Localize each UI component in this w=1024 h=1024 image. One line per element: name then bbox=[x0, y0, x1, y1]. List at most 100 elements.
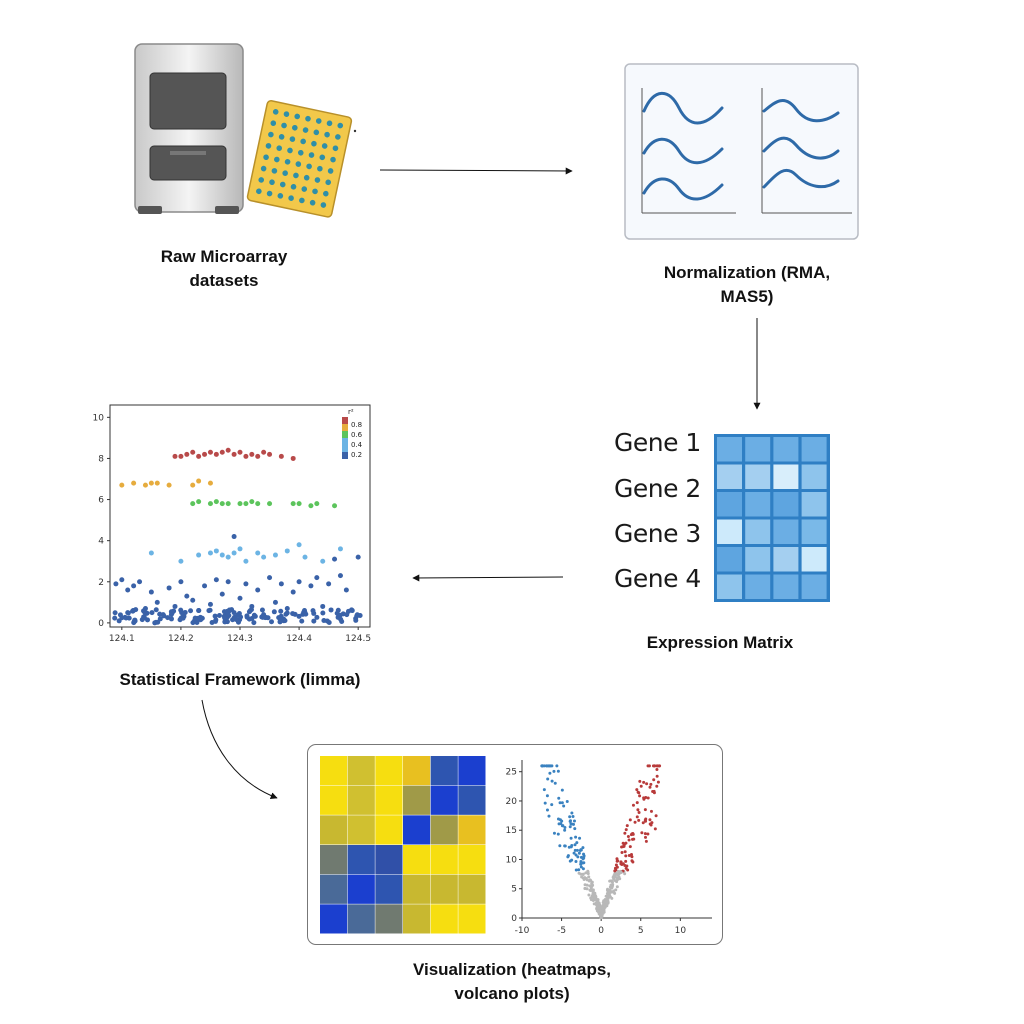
volcano-point bbox=[573, 843, 577, 847]
scatter-point bbox=[112, 610, 118, 616]
scatter-point bbox=[141, 615, 147, 621]
volcano-point bbox=[581, 872, 585, 876]
volcano-point bbox=[650, 821, 654, 825]
volcano-point bbox=[605, 892, 609, 896]
volcano-point bbox=[644, 835, 648, 839]
scatter-point bbox=[196, 478, 202, 484]
volcano-point bbox=[576, 855, 580, 859]
matrix-cell bbox=[773, 519, 799, 544]
scatter-point bbox=[278, 608, 284, 614]
scatter-point bbox=[284, 548, 290, 554]
matrix-cell bbox=[745, 437, 771, 462]
scatter-point bbox=[296, 501, 302, 507]
chip-spot bbox=[299, 197, 305, 204]
chip-spot bbox=[279, 181, 286, 188]
volcano-point bbox=[633, 820, 637, 824]
volcano-point bbox=[547, 814, 551, 818]
scatter-point bbox=[302, 610, 308, 616]
volcano-point bbox=[547, 764, 551, 768]
scatter-point bbox=[202, 451, 208, 457]
volcano-point bbox=[644, 819, 648, 823]
scatter-point bbox=[180, 612, 186, 618]
matrix-cell bbox=[801, 519, 827, 544]
volcano-point bbox=[639, 784, 643, 788]
scatter-point bbox=[113, 581, 119, 587]
chip-spot bbox=[312, 188, 318, 195]
volcano-point bbox=[646, 832, 650, 836]
volcano-point bbox=[604, 899, 608, 903]
scatter-point bbox=[296, 542, 302, 548]
scatter-point bbox=[255, 501, 261, 507]
volcano-point bbox=[605, 888, 609, 892]
volcano-point bbox=[584, 877, 588, 881]
volcano-point bbox=[590, 895, 594, 899]
chip-spot bbox=[288, 195, 294, 201]
volcano-point bbox=[552, 769, 556, 773]
volcano-point bbox=[558, 818, 562, 822]
chip-spot bbox=[325, 179, 332, 186]
volcano-point bbox=[619, 870, 623, 874]
chip-spot bbox=[258, 177, 265, 183]
volcano-point bbox=[570, 822, 574, 826]
scatter-point bbox=[213, 451, 219, 457]
visualization-label: Visualization (heatmaps, volcano plots) bbox=[412, 960, 612, 1003]
volcano-point bbox=[613, 866, 617, 870]
heatmap-cell bbox=[347, 845, 375, 875]
scatter-point bbox=[231, 534, 237, 540]
scatter-point bbox=[119, 577, 125, 583]
scatter-point bbox=[225, 447, 231, 453]
scatter-point bbox=[160, 612, 166, 618]
heatmap-cell bbox=[458, 874, 486, 904]
volcano-point bbox=[542, 788, 546, 792]
volcano-point bbox=[643, 808, 647, 812]
chip-spot bbox=[315, 118, 322, 124]
volcano-point bbox=[647, 764, 651, 768]
volcano-point bbox=[614, 863, 618, 867]
volcano-point bbox=[560, 788, 564, 792]
scatter-point bbox=[296, 579, 302, 585]
volcano-point bbox=[574, 868, 578, 872]
scatter-point bbox=[259, 607, 265, 613]
scatter-point bbox=[207, 480, 213, 486]
volcano-point bbox=[649, 823, 653, 827]
scatter-point bbox=[184, 451, 190, 457]
heatmap-cell bbox=[458, 756, 486, 786]
volcano-point bbox=[646, 796, 650, 800]
scatter-point bbox=[354, 612, 360, 618]
scatter-point bbox=[243, 581, 249, 587]
volcano-point bbox=[577, 851, 581, 855]
volcano-point bbox=[644, 839, 648, 843]
scatter-point bbox=[277, 618, 283, 624]
volcano-point bbox=[635, 788, 639, 792]
volcano-point bbox=[591, 893, 595, 897]
scatter-point bbox=[237, 501, 243, 507]
scatter-point bbox=[226, 612, 232, 618]
arrow-stats-to-visualization bbox=[201, 699, 278, 800]
scatter-point bbox=[119, 615, 125, 621]
chip-spot bbox=[337, 122, 344, 129]
volcano-point bbox=[610, 880, 614, 884]
scatter-point bbox=[209, 619, 215, 625]
volcano-point bbox=[626, 834, 630, 838]
volcano-point bbox=[635, 815, 639, 819]
volcano-point bbox=[638, 794, 642, 798]
volcano-point bbox=[585, 887, 589, 891]
scatter-point bbox=[299, 618, 305, 624]
chip-spot bbox=[271, 168, 278, 174]
volcano-point bbox=[553, 781, 557, 785]
scatter-point bbox=[216, 613, 222, 619]
heatmap-cell bbox=[320, 904, 348, 934]
scatter-point bbox=[255, 587, 261, 593]
volcano-point bbox=[585, 883, 589, 887]
volcano-point bbox=[596, 903, 600, 907]
matrix-cell bbox=[745, 492, 771, 517]
scatter-point bbox=[311, 610, 317, 616]
volcano-point bbox=[555, 764, 559, 768]
scatter-point bbox=[320, 603, 326, 609]
volcano-point bbox=[558, 844, 562, 848]
volcano-point bbox=[574, 860, 578, 864]
scatter-point bbox=[284, 610, 290, 616]
chip-spot bbox=[332, 145, 339, 152]
volcano-point bbox=[569, 836, 573, 840]
scatter-point bbox=[308, 583, 314, 589]
